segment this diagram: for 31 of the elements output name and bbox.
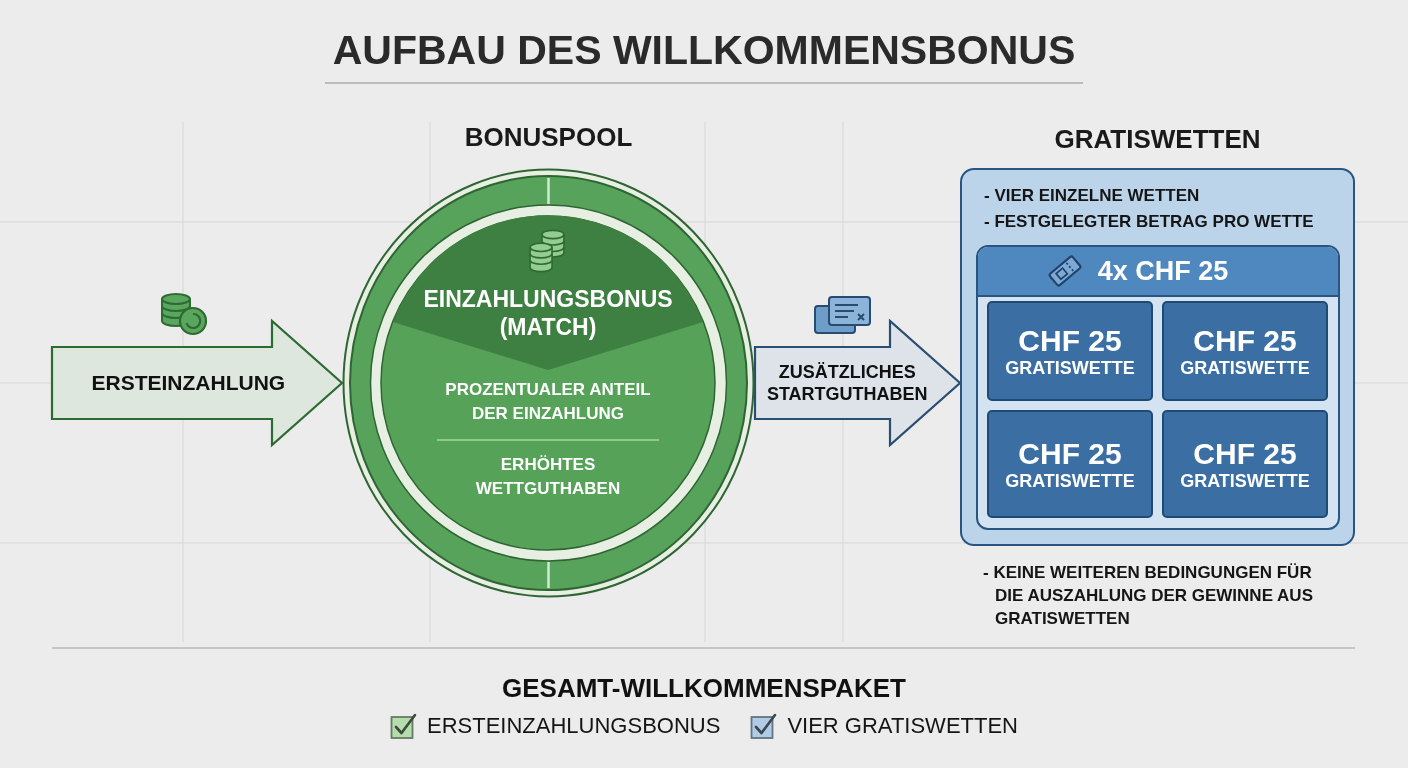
section-heading: BONUSPOOL	[464, 122, 633, 152]
inner-panel	[976, 245, 1340, 530]
note-text: - KEINE WEITEREN BEDINGUNGEN FÜR DIE AUSZAHLUNG DER GEWINNE AUS GRATISWETTEN	[983, 562, 1314, 630]
panel-title: EINZAHLUNGSBONUS (MATCH)	[422, 285, 674, 341]
description-text: PROZENTUALER ANTEIL DER EINZAHLUNG	[444, 379, 652, 425]
edge-label: ERSTEINZAHLUNG	[91, 372, 286, 394]
edge-label: ZUSÄTZLICHES STARTGUTHABEN	[765, 361, 929, 405]
block-arrow	[50, 318, 344, 448]
legend-text: VIER GRATISWETTEN	[787, 712, 1018, 740]
block-arrow	[753, 318, 962, 448]
tile-caption: GRATISWETTE	[1005, 356, 1135, 379]
bet-tile	[987, 410, 1153, 518]
amount-text: CHF 25	[1193, 436, 1297, 470]
section-heading: GRATISWETTEN	[1054, 124, 1261, 154]
description-text: ERHÖHTES WETTGUTHABEN	[474, 454, 622, 500]
bet-tile	[987, 301, 1153, 401]
tile-caption: GRATISWETTE	[1180, 356, 1310, 379]
tile-caption: GRATISWETTE	[1005, 469, 1135, 492]
amount-text: CHF 25	[1018, 323, 1122, 357]
bet-tile	[1162, 301, 1328, 401]
bet-tile	[1162, 410, 1328, 518]
legend-text: ERSTEINZAHLUNGSBONUS	[427, 712, 721, 740]
amount-heading: 4x CHF 25	[1097, 255, 1229, 287]
diagram-title: AUFBAU DES WILLKOMMENSBONUS	[332, 26, 1076, 74]
amount-text: CHF 25	[1193, 323, 1297, 357]
inner-circle	[380, 215, 716, 551]
bullet-text: - FESTGELEGTER BETRAG PRO WETTE	[984, 211, 1314, 233]
summary-heading: GESAMT-WILLKOMMENSPAKET	[502, 672, 906, 704]
amount-text: CHF 25	[1018, 436, 1122, 470]
tile-caption: GRATISWETTE	[1180, 469, 1310, 492]
bullet-text: - VIER EINZELNE WETTEN	[984, 185, 1200, 207]
